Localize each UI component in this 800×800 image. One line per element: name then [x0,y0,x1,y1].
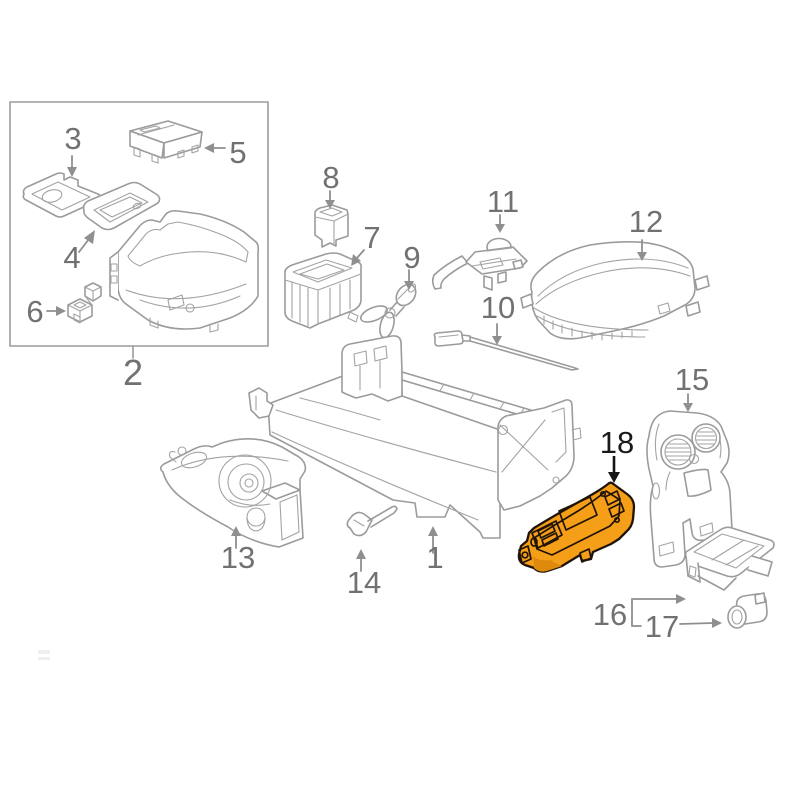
part-1-arrow [428,526,438,554]
part-4-arrow [78,230,95,253]
part-2-drawing [109,210,260,333]
part-7-arrow [351,249,365,266]
part-10-arrow [492,323,502,345]
part-12-label: 12 [629,204,663,239]
part-16-bracket-arrow [631,594,686,627]
part-7-drawing [284,252,362,329]
part-6-arrow [46,306,66,316]
part-4-drawing [82,181,161,231]
part-9-drawing [359,283,417,339]
part-13-drawing [159,438,307,548]
part-13-label: 13 [221,540,255,575]
part-17-drawing [727,592,768,629]
part-15-drawing [646,410,733,568]
part-15-label: 15 [675,362,709,397]
part-5-arrow [204,143,226,153]
part-6-label: 6 [26,294,43,329]
part-16-label: 16 [593,597,627,632]
part-11-label: 11 [487,184,519,219]
part-18-arrow [608,456,620,483]
part-14-arrow [356,549,366,572]
part-3-arrow [67,155,77,177]
part-12-drawing [520,241,710,341]
part-17-label: 17 [645,609,679,644]
part-1-drawing [248,335,582,539]
part-8-arrow [325,190,335,209]
watermark [38,650,50,660]
part-10-label: 10 [481,290,515,325]
part-14-drawing [346,505,398,537]
part-18-label: 18 [600,425,634,460]
part-labels: 1 2 3 4 5 6 7 8 9 10 11 12 13 14 15 16 1… [26,121,709,644]
part-9-arrow [404,269,414,290]
part-11-drawing [431,237,528,291]
part-6-drawing [67,282,102,324]
part-14-label: 14 [347,565,381,600]
part-1-label: 1 [426,540,443,575]
part-4-label: 4 [63,240,80,275]
part-2-label: 2 [123,352,143,393]
group-2-box [9,101,269,359]
part-8-label: 8 [322,160,339,195]
part-11-arrow [495,214,505,233]
part-5-drawing [129,120,203,164]
part-10-drawing [433,330,579,371]
part-18-drawing [517,481,636,573]
part-3-label: 3 [64,121,81,156]
part-12-arrow [637,239,647,261]
part-9-label: 9 [403,240,420,275]
part-17-arrow [679,618,722,628]
part-5-label: 5 [229,135,246,170]
part-13-arrow [231,526,241,549]
part-15-arrow [683,393,693,412]
part-3-drawing [22,172,102,218]
part-8-drawing [314,204,349,248]
part-16-drawing [684,526,775,591]
part-7-label: 7 [363,220,380,255]
